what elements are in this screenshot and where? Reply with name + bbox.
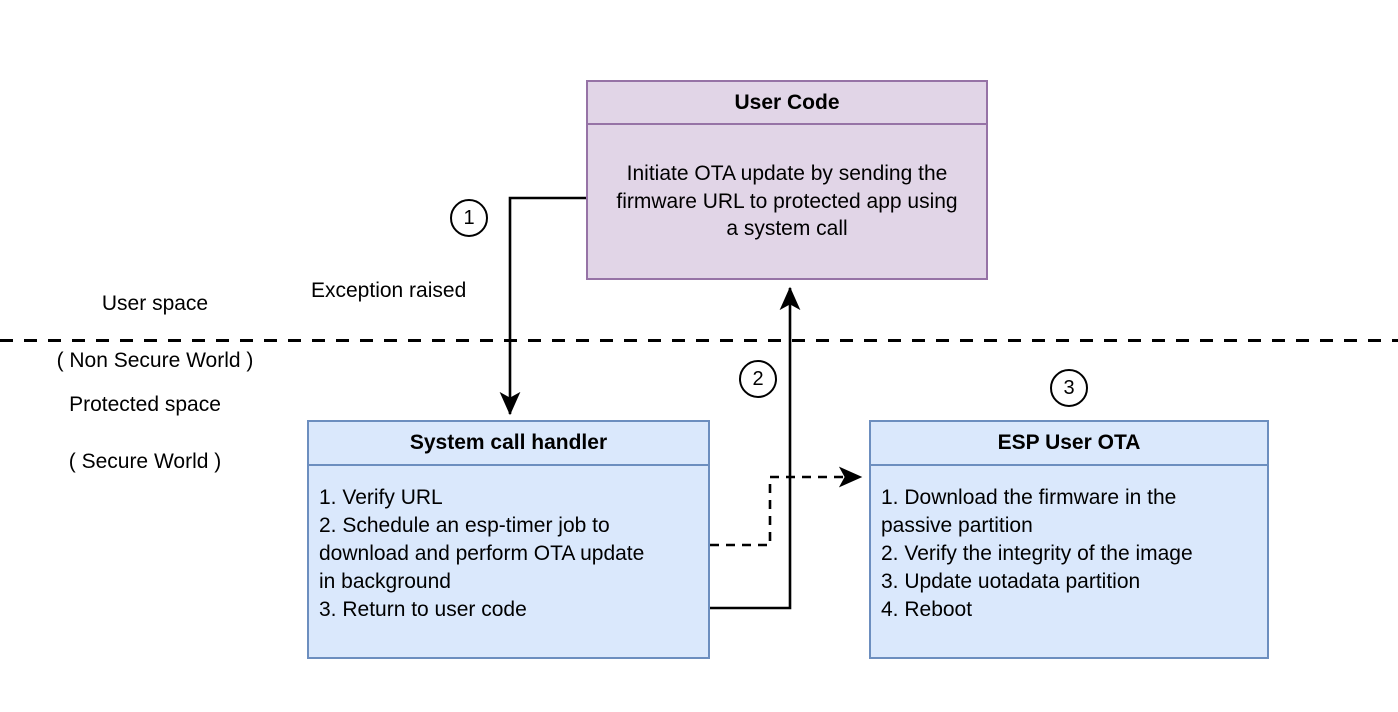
zone-protected-space-line1: Protected space (69, 393, 221, 417)
node-user-code[interactable]: User Code Initiate OTA update by sending… (586, 80, 988, 280)
node-user-code-title: User Code (588, 82, 986, 125)
zone-user-space-line1: User space (101, 292, 209, 316)
edge-label-exception-raised: Exception raised (311, 279, 467, 302)
node-esp-user-ota-body: 1. Download the firmware in the passive … (881, 486, 1193, 621)
zone-protected-space-line2: ( Secure World ) (68, 450, 222, 474)
zone-label-user-space: User space ( Non Secure World ) (40, 262, 270, 404)
step-marker-2-number: 2 (752, 368, 764, 390)
node-esp-user-ota-title: ESP User OTA (871, 422, 1267, 466)
step-marker-1: 1 (450, 199, 488, 237)
edge-esp-timer-job (710, 466, 863, 547)
node-user-code-body: Initiate OTA update by sending the firmw… (616, 161, 958, 241)
step-marker-1-number: 1 (463, 207, 475, 229)
node-esp-user-ota[interactable]: ESP User OTA 1. Download the firmware in… (869, 420, 1269, 659)
zone-label-protected-space: Protected space ( Secure World ) (30, 363, 260, 505)
step-marker-3: 3 (1050, 369, 1088, 407)
node-system-call-handler-title: System call handler (309, 422, 708, 466)
edge-return-to-user-code (710, 286, 801, 610)
zone-user-space-line2: ( Non Secure World ) (56, 349, 254, 373)
node-system-call-handler-body: 1. Verify URL 2. Schedule an esp-timer j… (319, 486, 645, 621)
edge-exception-raised (499, 196, 586, 416)
node-system-call-handler[interactable]: System call handler 1. Verify URL 2. Sch… (307, 420, 710, 659)
step-marker-3-number: 3 (1063, 377, 1075, 399)
step-marker-2: 2 (739, 360, 777, 398)
